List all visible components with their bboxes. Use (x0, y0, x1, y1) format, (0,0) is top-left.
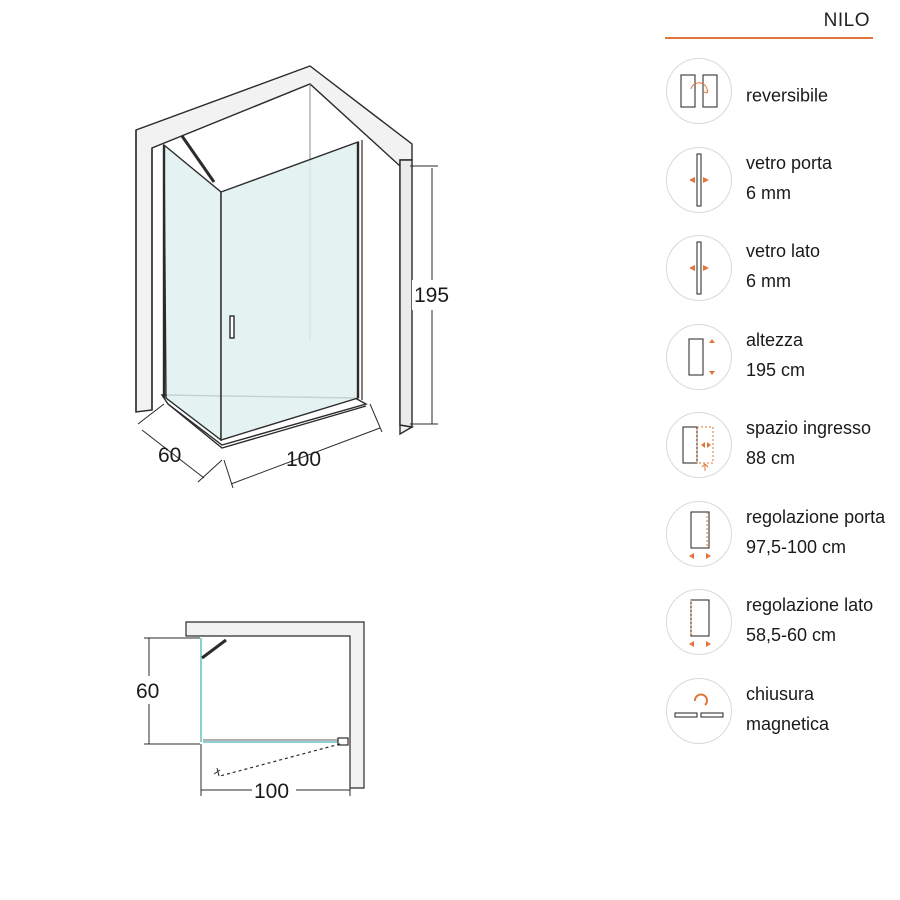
door-adjustment-icon (689, 511, 711, 559)
feature-door-adjustment-line1: regolazione porta (746, 506, 886, 527)
feature-magnetic-closure-line1: chiusura (746, 683, 815, 704)
feature-door-glass: vetro porta 6 mm (664, 146, 900, 236)
side-glass-panel (163, 143, 222, 442)
feature-entry-space-line2: 88 cm (746, 448, 796, 469)
feature-door-glass-line2: 6 mm (746, 182, 791, 203)
plan-width-bg (252, 778, 296, 804)
perspective-height-bg (412, 280, 456, 310)
feature-side-glass-line1: vetro lato (746, 241, 821, 262)
plan-view (144, 621, 365, 796)
feature-height-line1: altezza (746, 329, 804, 350)
perspective-depth-label: 60 (158, 444, 181, 467)
feature-side-glass: vetro lato 6 mm (664, 235, 900, 324)
feature-entry-space-line1: spazio ingresso (746, 418, 872, 439)
door-handle (229, 315, 235, 339)
plan-wall (185, 621, 365, 789)
feature-side-adjustment-line2: 58,5-60 cm (746, 625, 837, 646)
feature-side-glass-line2: 6 mm (746, 271, 791, 292)
plan-width-label: 100 (254, 780, 289, 803)
reversible-icon (680, 74, 718, 108)
feature-side-adjustment: regolazione lato 58,5-60 cm (664, 589, 900, 678)
feature-height-line2: 195 cm (746, 359, 806, 380)
support-bar (180, 135, 216, 183)
feature-door-glass-line1: vetro porta (746, 152, 833, 173)
magnetic-closure-icon (674, 693, 724, 717)
side-adjustment-icon (689, 599, 711, 647)
brand-underline (665, 37, 873, 39)
feature-reversible-line1: reversibile (746, 85, 829, 106)
feature-door-adjustment: regolazione porta 97,5-100 cm (664, 500, 900, 590)
feature-side-adjustment-line1: regolazione lato (746, 595, 874, 616)
feature-list: reversibile vetro porta 6 mm vetro lato 6 … (664, 58, 900, 766)
entry-space-icon (682, 426, 714, 471)
perspective-height-label: 195 (414, 284, 449, 307)
feature-magnetic-closure-line2: magnetica (746, 713, 830, 734)
feature-reversible: reversibile (664, 58, 900, 147)
height-icon (688, 338, 715, 375)
feature-magnetic-closure: chiusura magnetica (664, 677, 900, 767)
technical-drawing: 195 60 100 60 100 (134, 65, 456, 804)
side-glass-thickness-icon (689, 241, 709, 295)
door-glass-panel (220, 140, 359, 441)
door-glass-thickness-icon (689, 153, 709, 206)
feature-height: altezza 195 cm (664, 323, 900, 413)
plan-depth-label: 60 (136, 680, 159, 703)
plan-depth-bg (134, 676, 164, 704)
feature-door-adjustment-line2: 97,5-100 cm (746, 536, 847, 557)
perspective-view (135, 65, 438, 489)
feature-entry-space: spazio ingresso 88 cm (664, 412, 900, 501)
brand-name: NILO (823, 10, 870, 31)
perspective-width-label: 100 (286, 448, 321, 471)
